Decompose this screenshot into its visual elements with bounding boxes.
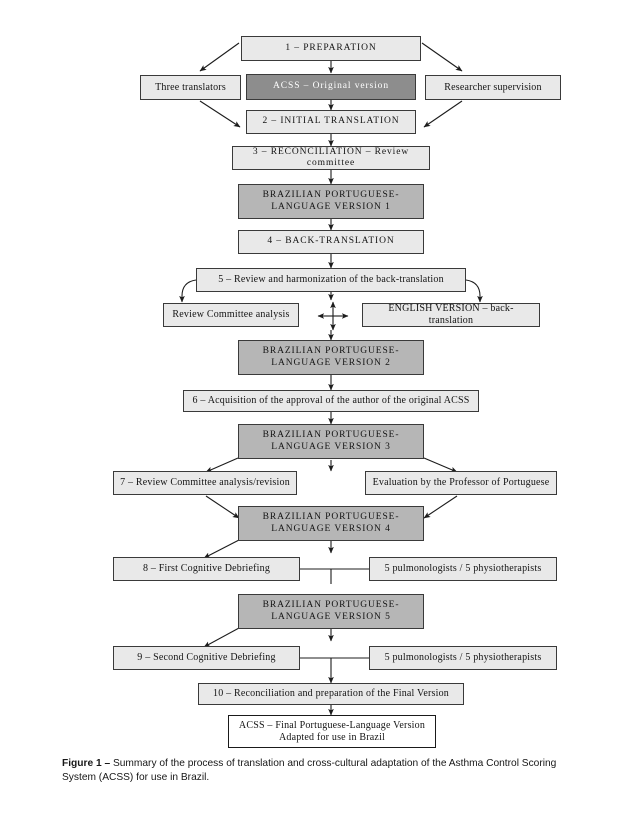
- flow-connectors: [179, 42, 483, 716]
- node-back-translation[interactable]: 4 – BACK-TRANSLATION: [238, 230, 424, 254]
- node-researcher-supervision-label: Researcher supervision: [444, 81, 542, 93]
- node-brazilian-portuguese-version-2[interactable]: BRAZILIAN PORTUGUESE- LANGUAGE VERSION 2: [238, 340, 424, 375]
- figure-caption-text: Summary of the process of translation an…: [62, 758, 557, 783]
- node-english-version-back-translation-label: ENGLISH VERSION – back-translation: [388, 303, 514, 326]
- node-specialists-second-debriefing[interactable]: 5 pulmonologists / 5 physiotherapists: [369, 646, 557, 670]
- node-review-committee-analysis-revision-label: 7 – Review Committee analysis/revision: [120, 477, 290, 489]
- node-brazilian-portuguese-version-1[interactable]: BRAZILIAN PORTUGUESE- LANGUAGE VERSION 1: [238, 184, 424, 219]
- node-brazilian-portuguese-version-2-label: BRAZILIAN PORTUGUESE- LANGUAGE VERSION 2: [262, 346, 400, 368]
- node-review-committee-analysis-revision[interactable]: 7 – Review Committee analysis/revision: [113, 471, 297, 495]
- node-second-cognitive-debriefing-label: 9 – Second Cognitive Debriefing: [137, 652, 276, 664]
- node-initial-translation-label: 2 – INITIAL TRANSLATION: [262, 116, 400, 127]
- node-evaluation-professor-portuguese-label: Evaluation by the Professor of Portugues…: [372, 477, 550, 489]
- node-reconciliation-final-version-label: 10 – Reconciliation and preparation of t…: [213, 688, 449, 700]
- node-specialists-first-debriefing-label: 5 pulmonologists / 5 physiotherapists: [384, 563, 542, 575]
- node-brazilian-portuguese-version-3-label: BRAZILIAN PORTUGUESE- LANGUAGE VERSION 3: [262, 430, 400, 452]
- node-first-cognitive-debriefing[interactable]: 8 – First Cognitive Debriefing: [113, 557, 300, 581]
- node-english-version-back-translation[interactable]: ENGLISH VERSION – back-translation: [362, 303, 540, 327]
- node-acss-final-version-label: ACSS – Final Portuguese-Language Version…: [238, 719, 426, 743]
- node-first-cognitive-debriefing-label: 8 – First Cognitive Debriefing: [142, 563, 271, 575]
- node-reconciliation-final-version[interactable]: 10 – Reconciliation and preparation of t…: [198, 683, 464, 705]
- node-review-committee-analysis[interactable]: Review Committee analysis: [163, 303, 299, 327]
- node-brazilian-portuguese-version-5-label: BRAZILIAN PORTUGUESE- LANGUAGE VERSION 5: [262, 600, 400, 622]
- node-three-translators-label: Three translators: [155, 81, 226, 93]
- node-brazilian-portuguese-version-4-label: BRAZILIAN PORTUGUESE- LANGUAGE VERSION 4: [262, 512, 400, 534]
- node-acss-final-version[interactable]: ACSS – Final Portuguese-Language Version…: [228, 715, 436, 748]
- node-preparation-label: 1 – PREPARATION: [285, 42, 377, 53]
- node-preparation[interactable]: 1 – PREPARATION: [241, 36, 421, 61]
- node-review-harmonization[interactable]: 5 – Review and harmonization of the back…: [196, 268, 466, 292]
- node-second-cognitive-debriefing[interactable]: 9 – Second Cognitive Debriefing: [113, 646, 300, 670]
- node-brazilian-portuguese-version-4[interactable]: BRAZILIAN PORTUGUESE- LANGUAGE VERSION 4: [238, 506, 424, 541]
- node-brazilian-portuguese-version-1-label: BRAZILIAN PORTUGUESE- LANGUAGE VERSION 1: [262, 190, 400, 212]
- node-acss-original-version[interactable]: ACSS – Original version: [246, 74, 416, 100]
- node-back-translation-label: 4 – BACK-TRANSLATION: [267, 236, 395, 247]
- node-specialists-second-debriefing-label: 5 pulmonologists / 5 physiotherapists: [384, 652, 542, 664]
- node-acquisition-approval-author-label: 6 – Acquisition of the approval of the a…: [192, 395, 470, 407]
- node-review-committee-analysis-label: Review Committee analysis: [172, 309, 290, 321]
- node-evaluation-professor-portuguese[interactable]: Evaluation by the Professor of Portugues…: [365, 471, 557, 495]
- node-reconciliation-review-committee-label: 3 – RECONCILIATION – Review committee: [252, 146, 410, 168]
- node-review-harmonization-label: 5 – Review and harmonization of the back…: [218, 274, 444, 286]
- node-researcher-supervision[interactable]: Researcher supervision: [425, 75, 561, 100]
- figure-caption-label: Figure 1 –: [62, 758, 111, 769]
- node-acss-original-version-label: ACSS – Original version: [273, 81, 389, 92]
- node-specialists-first-debriefing[interactable]: 5 pulmonologists / 5 physiotherapists: [369, 557, 557, 581]
- node-brazilian-portuguese-version-5[interactable]: BRAZILIAN PORTUGUESE- LANGUAGE VERSION 5: [238, 594, 424, 629]
- node-three-translators[interactable]: Three translators: [140, 75, 241, 100]
- node-reconciliation-review-committee[interactable]: 3 – RECONCILIATION – Review committee: [232, 146, 430, 170]
- figure-caption: Figure 1 – Summary of the process of tra…: [62, 757, 576, 784]
- node-brazilian-portuguese-version-3[interactable]: BRAZILIAN PORTUGUESE- LANGUAGE VERSION 3: [238, 424, 424, 459]
- node-acquisition-approval-author[interactable]: 6 – Acquisition of the approval of the a…: [183, 390, 479, 412]
- node-initial-translation[interactable]: 2 – INITIAL TRANSLATION: [246, 110, 416, 134]
